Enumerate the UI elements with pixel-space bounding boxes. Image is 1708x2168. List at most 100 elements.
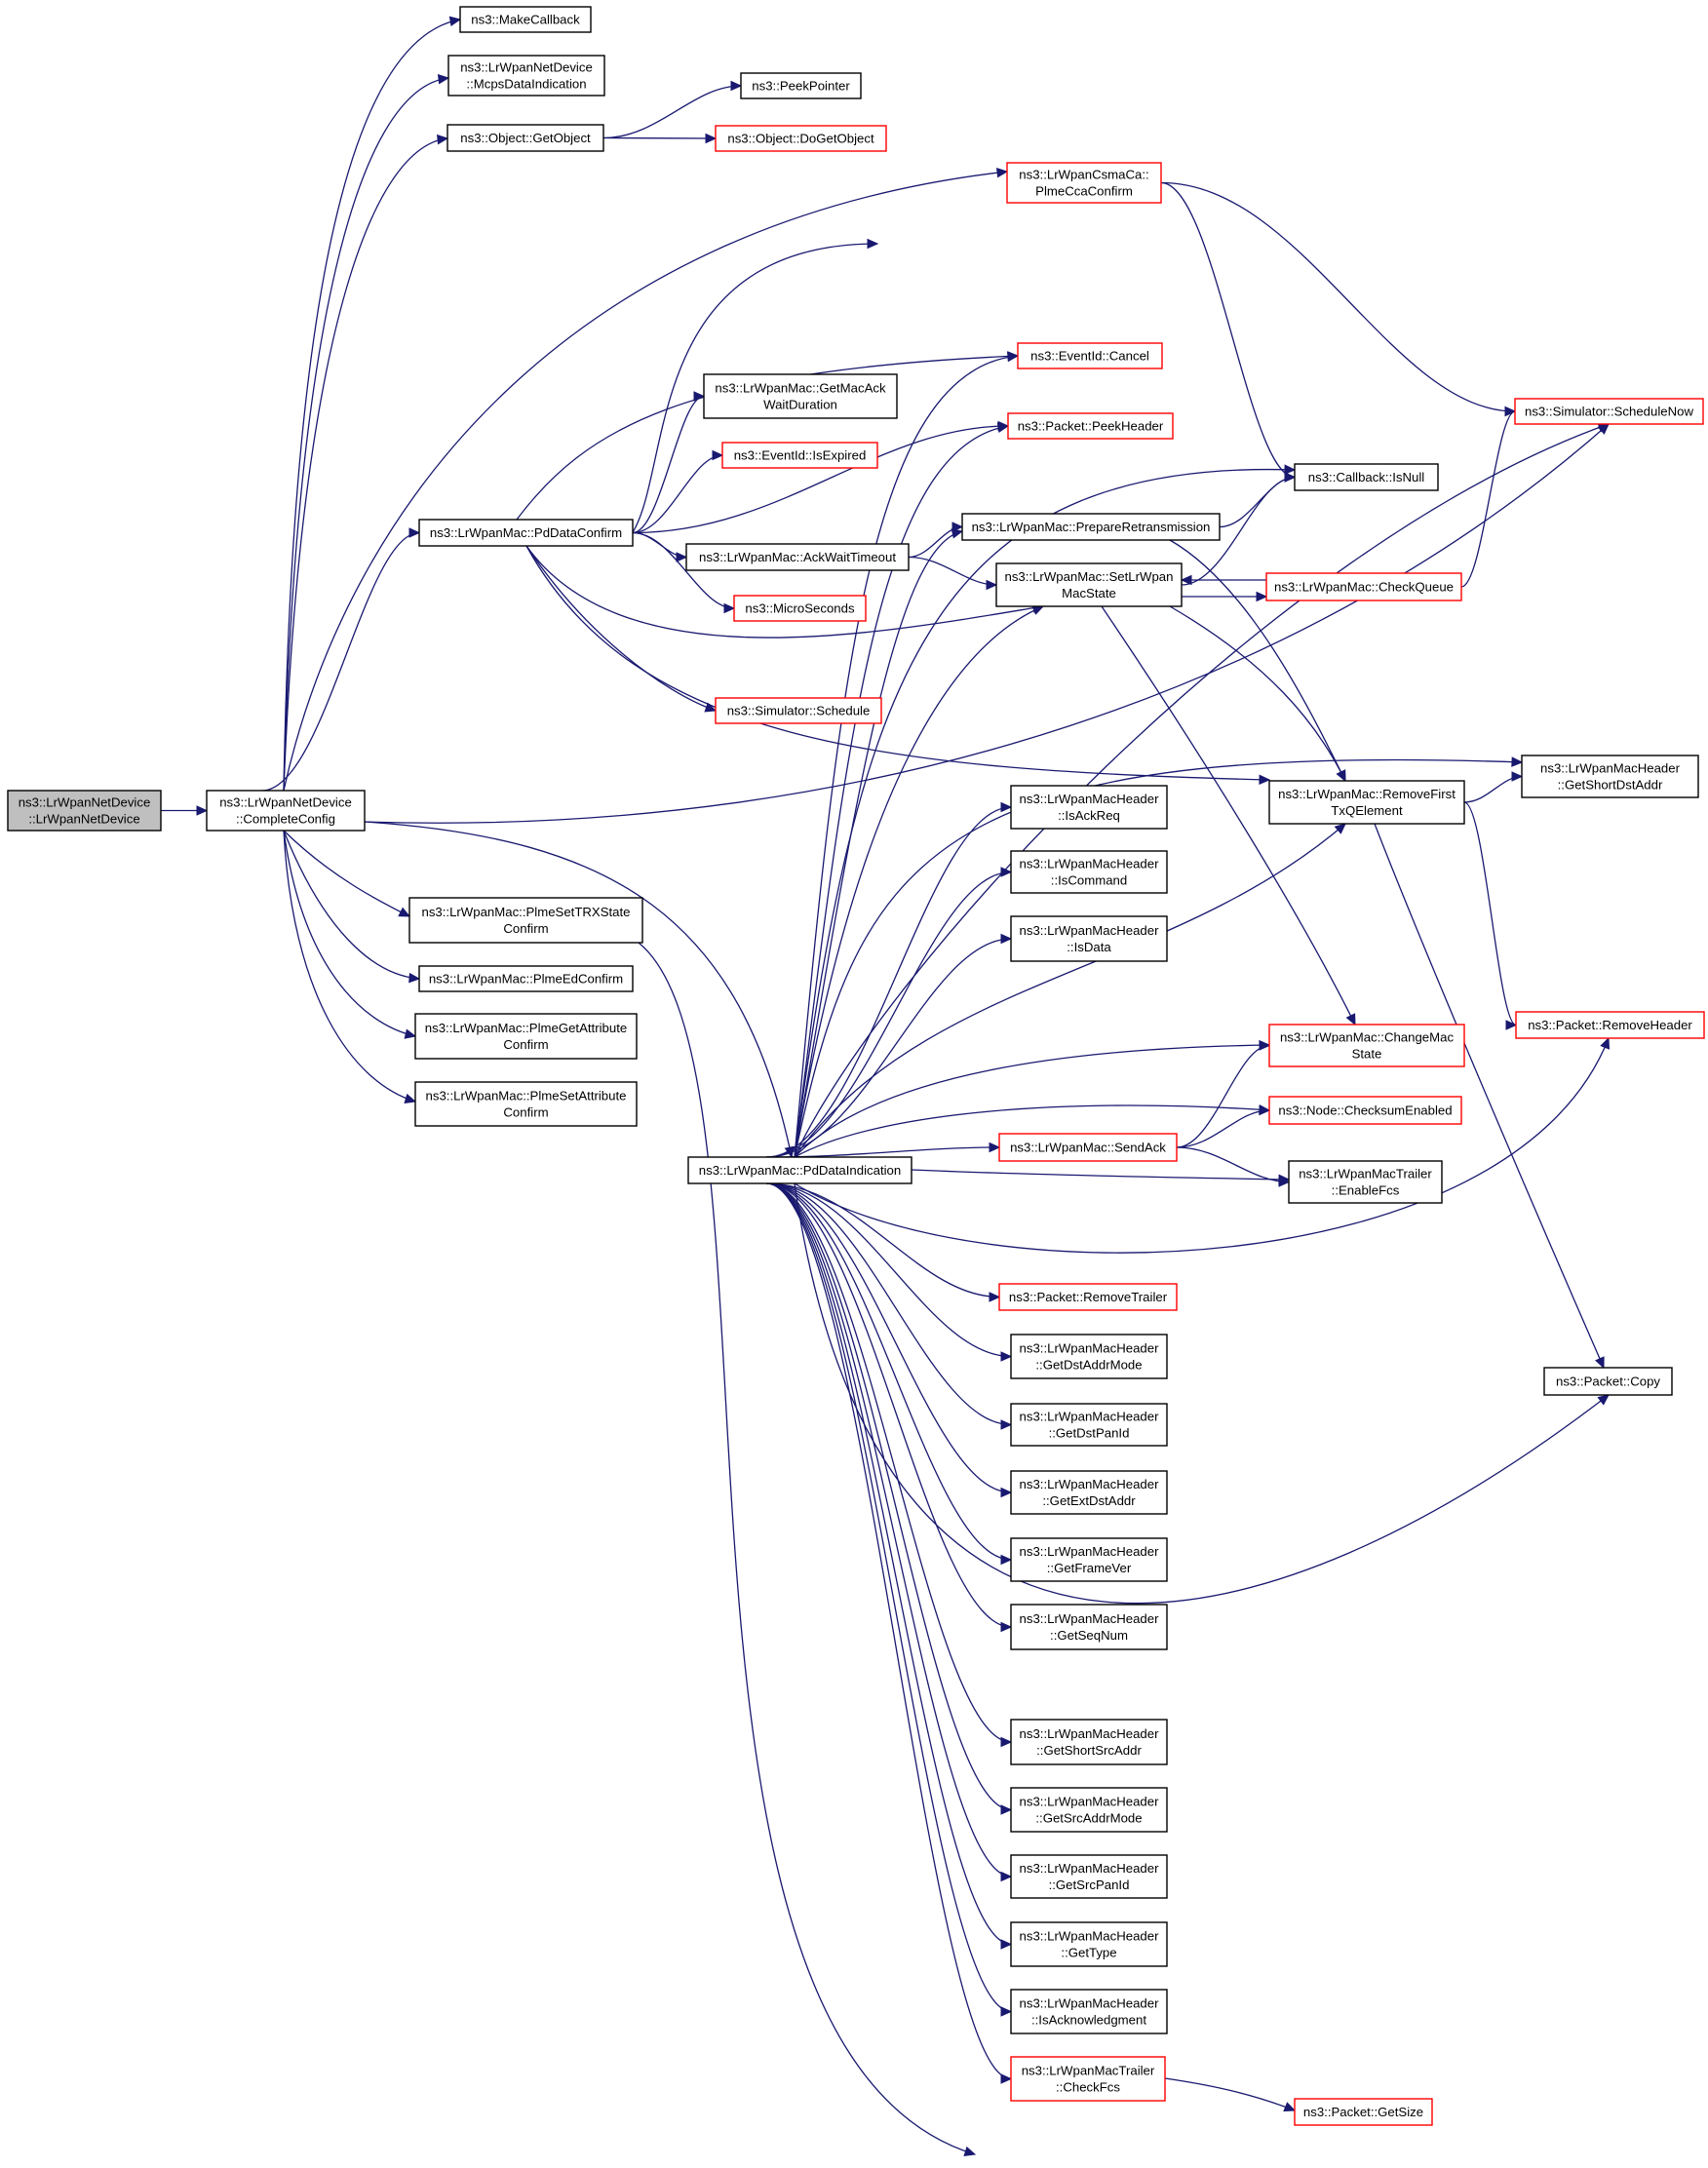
node-prepare-retransmission[interactable]: ns3::LrWpanMac::PrepareRetransmission bbox=[961, 513, 1221, 541]
node-label-line: ::CompleteConfig bbox=[236, 812, 335, 827]
node-get-type[interactable]: ns3::LrWpanMacHeader::GetType bbox=[1010, 1921, 1168, 1967]
edge-line bbox=[1463, 801, 1517, 1026]
node-event-cancel[interactable]: ns3::EventId::Cancel bbox=[1017, 342, 1163, 369]
node-box bbox=[703, 373, 898, 419]
node-enable-fcs[interactable]: ns3::LrWpanMacTrailer::EnableFcs bbox=[1288, 1160, 1443, 1204]
edge-arrowhead bbox=[1180, 574, 1192, 586]
node-complete-config[interactable]: ns3::LrWpanNetDevice::CompleteConfig bbox=[206, 790, 366, 832]
edge-pd_data_confirm-to-micro_seconds bbox=[632, 531, 736, 614]
node-get-ext-dst-addr[interactable]: ns3::LrWpanMacHeader::GetExtDstAddr bbox=[1010, 1470, 1168, 1515]
node-label-line: ::IsData bbox=[1067, 940, 1111, 954]
node-get-src-addr-mode[interactable]: ns3::LrWpanMacHeader::GetSrcAddrMode bbox=[1010, 1787, 1168, 1833]
node-label-line: ::CheckFcs bbox=[1056, 2080, 1120, 2095]
node-label-line: ::IsAcknowledgment bbox=[1031, 2013, 1146, 2028]
node-get-short-dst-addr[interactable]: ns3::LrWpanMacHeader::GetShortDstAddr bbox=[1521, 755, 1699, 798]
node-label-line: ns3::LrWpanMacHeader bbox=[1020, 1544, 1160, 1559]
node-label-line: ::GetShortDstAddr bbox=[1558, 778, 1663, 793]
edge-arrowhead bbox=[705, 133, 718, 144]
node-is-ack-req[interactable]: ns3::LrWpanMacHeader::IsAckReq bbox=[1010, 785, 1168, 830]
node-mcps-data-indication[interactable]: ns3::LrWpanNetDevice::McpsDataIndication bbox=[447, 55, 605, 97]
node-remove-header[interactable]: ns3::Packet::RemoveHeader bbox=[1515, 1011, 1705, 1039]
node-ack-wait-timeout[interactable]: ns3::LrWpanMac::AckWaitTimeout bbox=[685, 543, 910, 571]
node-make-callback[interactable]: ns3::MakeCallback bbox=[459, 6, 592, 33]
node-get-dst-addr-mode[interactable]: ns3::LrWpanMacHeader::GetDstAddrMode bbox=[1010, 1334, 1168, 1379]
node-get-short-src-addr[interactable]: ns3::LrWpanMacHeader::GetShortSrcAddr bbox=[1010, 1719, 1168, 1765]
node-check-fcs[interactable]: ns3::LrWpanMacTrailer::CheckFcs bbox=[1010, 2056, 1166, 2102]
edge-line bbox=[766, 1182, 1012, 1358]
edge-complete_config-to-make_callback bbox=[283, 16, 462, 792]
node-check-queue[interactable]: ns3::LrWpanMac::CheckQueue bbox=[1265, 572, 1462, 601]
edge-arrowhead bbox=[1336, 769, 1346, 783]
edge-set_lrwpan_mac_state-to-check_queue bbox=[1182, 591, 1268, 602]
edge-arrowhead bbox=[1511, 756, 1524, 767]
edge-set_lrwpan_mac_state-to-remove_first_txq_element bbox=[1169, 605, 1346, 783]
edge-line bbox=[525, 545, 1270, 781]
edge-pd_data_indication-to-is_acknowledgment bbox=[766, 1182, 1013, 2017]
node-root[interactable]: ns3::LrWpanNetDevice::LrWpanNetDevice bbox=[7, 790, 162, 832]
edge-arrowhead bbox=[986, 579, 998, 591]
edge-line bbox=[632, 454, 723, 534]
edge-arrowhead bbox=[996, 167, 1009, 178]
node-micro-seconds[interactable]: ns3::MicroSeconds bbox=[733, 595, 867, 622]
node-box bbox=[418, 519, 634, 547]
node-is-command[interactable]: ns3::LrWpanMacHeader::IsCommand bbox=[1010, 850, 1168, 894]
node-get-object[interactable]: ns3::Object::GetObject bbox=[446, 124, 604, 152]
edge-line bbox=[794, 1044, 1270, 1158]
node-do-get-object[interactable]: ns3::Object::DoGetObject bbox=[715, 125, 887, 152]
node-plme-ed-confirm[interactable]: ns3::LrWpanMac::PlmeEdConfirm bbox=[418, 965, 634, 992]
node-remove-trailer[interactable]: ns3::Packet::RemoveTrailer bbox=[998, 1283, 1178, 1311]
edge-arrowhead bbox=[437, 73, 450, 85]
edge-arrowhead bbox=[408, 527, 421, 538]
edge-arrowhead bbox=[676, 552, 688, 562]
edge-arrowhead bbox=[1000, 1621, 1013, 1633]
node-simulator-schedule[interactable]: ns3::Simulator::Schedule bbox=[715, 697, 882, 724]
call-graph-edges bbox=[161, 16, 1611, 2156]
edge-arrowhead bbox=[693, 391, 706, 402]
edge-arrowhead bbox=[1000, 1351, 1013, 1362]
edge-arrowhead bbox=[704, 702, 718, 713]
edge-set_lrwpan_mac_state-to-change_mac_state bbox=[1101, 605, 1356, 1026]
edge-line bbox=[766, 1182, 1012, 1561]
edge-line bbox=[283, 830, 416, 1037]
node-label-line: ns3::LrWpanMac::PlmeSetAttribute bbox=[426, 1089, 627, 1103]
node-schedule-now[interactable]: ns3::Simulator::ScheduleNow bbox=[1514, 398, 1704, 425]
edge-line bbox=[794, 355, 1019, 1158]
node-box bbox=[1010, 1854, 1168, 1899]
edge-line bbox=[1219, 476, 1296, 528]
node-pd-data-confirm[interactable]: ns3::LrWpanMac::PdDataConfirm bbox=[418, 519, 634, 547]
edge-line bbox=[261, 531, 420, 792]
node-label-line: ns3::LrWpanMac::RemoveFirst bbox=[1278, 787, 1456, 801]
node-pd-data-indication[interactable]: ns3::LrWpanMac::PdDataIndication bbox=[687, 1156, 912, 1184]
node-callback-is-null[interactable]: ns3::Callback::IsNull bbox=[1294, 463, 1439, 491]
node-is-acknowledgment[interactable]: ns3::LrWpanMacHeader::IsAcknowledgment bbox=[1010, 1989, 1168, 2034]
node-label-line: ::EnableFcs bbox=[1332, 1183, 1400, 1198]
node-get-src-pan-id[interactable]: ns3::LrWpanMacHeader::GetSrcPanId bbox=[1010, 1854, 1168, 1899]
node-label-line: ns3::LrWpanMac::SetLrWpan bbox=[1005, 569, 1174, 584]
node-box bbox=[1294, 463, 1439, 491]
edge-arrowhead bbox=[1284, 464, 1297, 475]
node-checksum-enabled[interactable]: ns3::Node::ChecksumEnabled bbox=[1268, 1096, 1462, 1125]
node-peek-pointer[interactable]: ns3::PeekPointer bbox=[740, 72, 862, 99]
node-get-seq-num[interactable]: ns3::LrWpanMacHeader::GetSeqNum bbox=[1010, 1604, 1168, 1650]
node-packet-get-size[interactable]: ns3::Packet::GetSize bbox=[1294, 2098, 1433, 2126]
edge-pd_data_indication-to-packet_copy bbox=[794, 1182, 1610, 1605]
node-packet-copy[interactable]: ns3::Packet::Copy bbox=[1543, 1367, 1673, 1396]
node-label-line: ns3::LrWpanMac::PdDataConfirm bbox=[430, 525, 622, 540]
node-plme-cca-confirm[interactable]: ns3::LrWpanCsmaCa::PlmeCcaConfirm bbox=[1006, 162, 1162, 204]
node-get-dst-pan-id[interactable]: ns3::LrWpanMacHeader::GetDstPanId bbox=[1010, 1403, 1168, 1447]
edge-arrowhead bbox=[404, 1093, 417, 1103]
edge-line bbox=[794, 1037, 1610, 1254]
node-is-expired[interactable]: ns3::EventId::IsExpired bbox=[721, 442, 878, 469]
node-get-frame-ver[interactable]: ns3::LrWpanMacHeader::GetFrameVer bbox=[1010, 1537, 1168, 1582]
node-label-line: ns3::LrWpanMac::PlmeGetAttribute bbox=[425, 1021, 627, 1035]
node-is-data[interactable]: ns3::LrWpanMacHeader::IsData bbox=[1010, 915, 1168, 962]
node-send-ack[interactable]: ns3::LrWpanMac::SendAck bbox=[998, 1133, 1178, 1162]
node-peek-header[interactable]: ns3::Packet::PeekHeader bbox=[1007, 412, 1174, 440]
